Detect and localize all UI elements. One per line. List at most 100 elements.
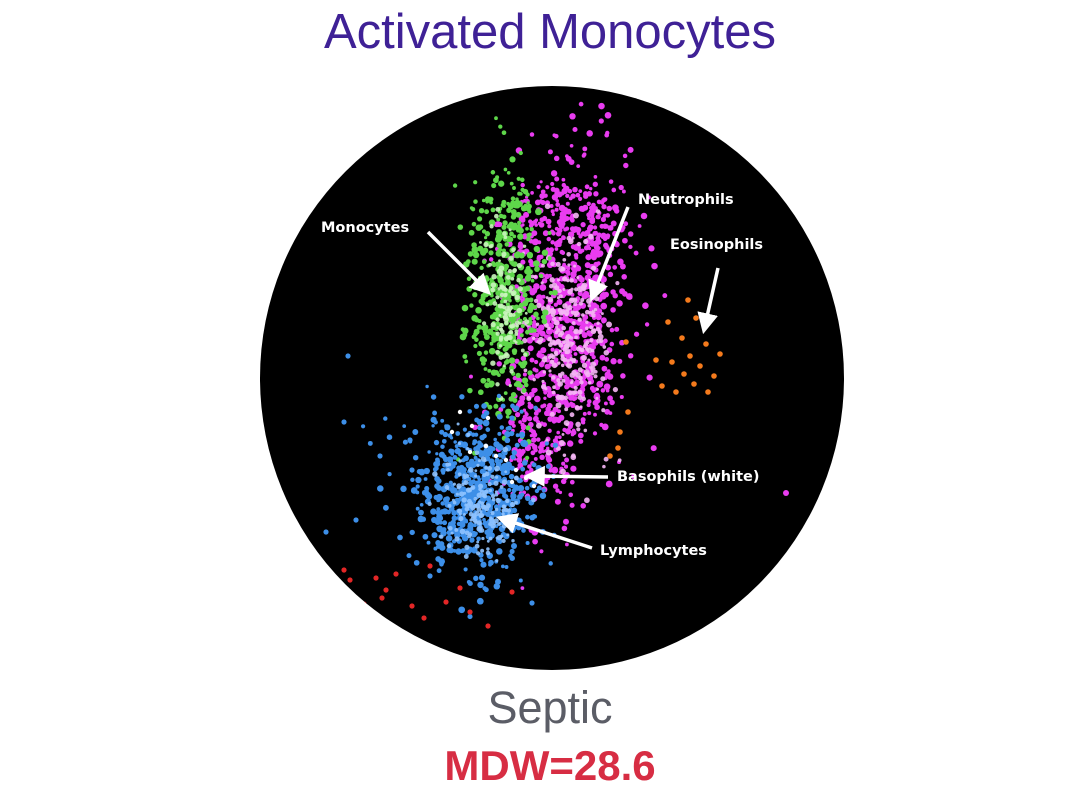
neutrophils-point xyxy=(520,217,526,223)
neutrophils-point xyxy=(534,218,539,222)
neutrophils-point xyxy=(573,329,578,334)
neutrophils-point xyxy=(528,391,535,398)
neutrophils-point xyxy=(550,240,555,245)
neutrophils-point xyxy=(571,342,575,345)
eosinophils-point xyxy=(685,297,691,303)
neutrophils-point xyxy=(533,456,538,461)
lymphocytes-point xyxy=(511,449,518,456)
neutrophils-point xyxy=(584,184,590,190)
monocytes-point xyxy=(483,350,489,355)
neutrophils-point xyxy=(561,235,566,241)
lymphocytes-point xyxy=(453,440,457,444)
neutrophils-point xyxy=(605,388,610,393)
eosinophils-point xyxy=(703,341,709,347)
neutrophils-point xyxy=(564,154,569,159)
monocytes-point xyxy=(476,324,482,330)
lymphocytes-point xyxy=(474,474,478,478)
neutrophils-point xyxy=(662,293,668,299)
lymphocytes-point xyxy=(494,492,499,497)
neutrophils-point xyxy=(600,376,606,382)
neutrophils-point xyxy=(539,454,545,461)
neutrophils-point xyxy=(603,242,609,248)
lymphocytes-point xyxy=(529,600,535,606)
neutrophils-point xyxy=(573,252,579,258)
lymphocytes-point xyxy=(518,578,523,583)
lymphocytes-point xyxy=(457,508,463,514)
monocytes-point xyxy=(516,201,523,208)
neutrophils-point xyxy=(601,423,609,431)
lymphocytes-point xyxy=(341,419,347,425)
lymphocytes-point xyxy=(522,439,527,444)
lymphocytes-point xyxy=(482,504,487,510)
neutrophils-point xyxy=(577,432,584,439)
lymphocytes-point xyxy=(548,561,553,566)
neutrophils-point xyxy=(555,202,561,207)
lymphocytes-point xyxy=(494,475,499,479)
neutrophils-point xyxy=(549,353,554,358)
neutrophils-point xyxy=(532,415,539,422)
monocytes-point xyxy=(493,403,499,409)
neutrophils-point xyxy=(603,197,608,202)
lymphocytes-point xyxy=(500,403,506,409)
lymphocytes-point xyxy=(477,440,482,445)
neutrophils-point xyxy=(563,420,570,426)
monocytes-point xyxy=(483,367,488,371)
lymphocytes-point xyxy=(436,459,441,464)
monocytes-point xyxy=(490,207,496,213)
monocytes-point xyxy=(510,200,516,206)
neutrophils-point xyxy=(544,334,549,339)
eosinophils-point xyxy=(717,351,723,357)
lymphocytes-point xyxy=(454,444,459,449)
lymphocytes-point xyxy=(488,488,493,493)
eosinophils-point xyxy=(693,315,699,321)
eosinophils-point xyxy=(681,371,687,377)
lymphocytes-point xyxy=(423,467,430,475)
lymphocytes-point xyxy=(425,384,429,389)
neutrophils-point xyxy=(541,384,547,390)
neutrophils-point xyxy=(549,277,555,283)
monocytes-point xyxy=(504,353,510,359)
monocytes-point xyxy=(528,327,535,334)
neutrophils-point xyxy=(561,177,566,182)
neutrophils-point xyxy=(603,383,611,391)
lymphocytes-point xyxy=(469,471,476,478)
eosinophils-point xyxy=(607,453,613,459)
lymphocytes-point xyxy=(514,500,518,505)
lymphocytes-point xyxy=(496,443,501,448)
neutrophils-point xyxy=(527,345,534,352)
lymphocytes-point xyxy=(474,450,480,456)
monocytes-point xyxy=(469,303,474,308)
monocytes-point xyxy=(523,203,528,208)
monocytes-point xyxy=(504,320,509,326)
lymphocytes-point xyxy=(456,483,462,489)
monocytes-point xyxy=(498,335,504,341)
neutrophils-point xyxy=(597,330,602,334)
lymphocytes-point xyxy=(490,474,495,480)
neutrophils-point xyxy=(576,164,581,168)
neutrophils-point xyxy=(614,326,620,332)
lymphocytes-point xyxy=(446,467,450,472)
neutrophils-point xyxy=(558,349,562,353)
neutrophils-point xyxy=(568,325,575,331)
lymphocytes-point xyxy=(476,536,481,542)
neutrophils-point xyxy=(557,435,562,440)
neutrophils-point xyxy=(607,395,613,402)
lymphocytes-point xyxy=(470,486,474,490)
lymphocytes-point xyxy=(397,534,403,541)
neutrophils-point xyxy=(583,193,589,199)
monocytes-point xyxy=(510,291,516,297)
neutrophils-point xyxy=(606,321,612,328)
lymphocytes-point xyxy=(490,523,496,529)
lymphocytes-point xyxy=(513,405,520,412)
neutrophils-point xyxy=(546,236,552,242)
lymphocytes-point xyxy=(504,507,509,513)
lymphocytes-point xyxy=(472,523,477,528)
neutrophils-point xyxy=(557,409,561,414)
neutrophils-point xyxy=(574,371,581,378)
lymphocytes-point xyxy=(490,511,495,516)
neutrophils-point xyxy=(520,474,525,479)
neutrophils-point xyxy=(633,331,640,337)
neutrophils-point xyxy=(540,200,546,206)
neutrophils-point xyxy=(589,240,596,247)
lymphocytes-point xyxy=(511,507,518,514)
